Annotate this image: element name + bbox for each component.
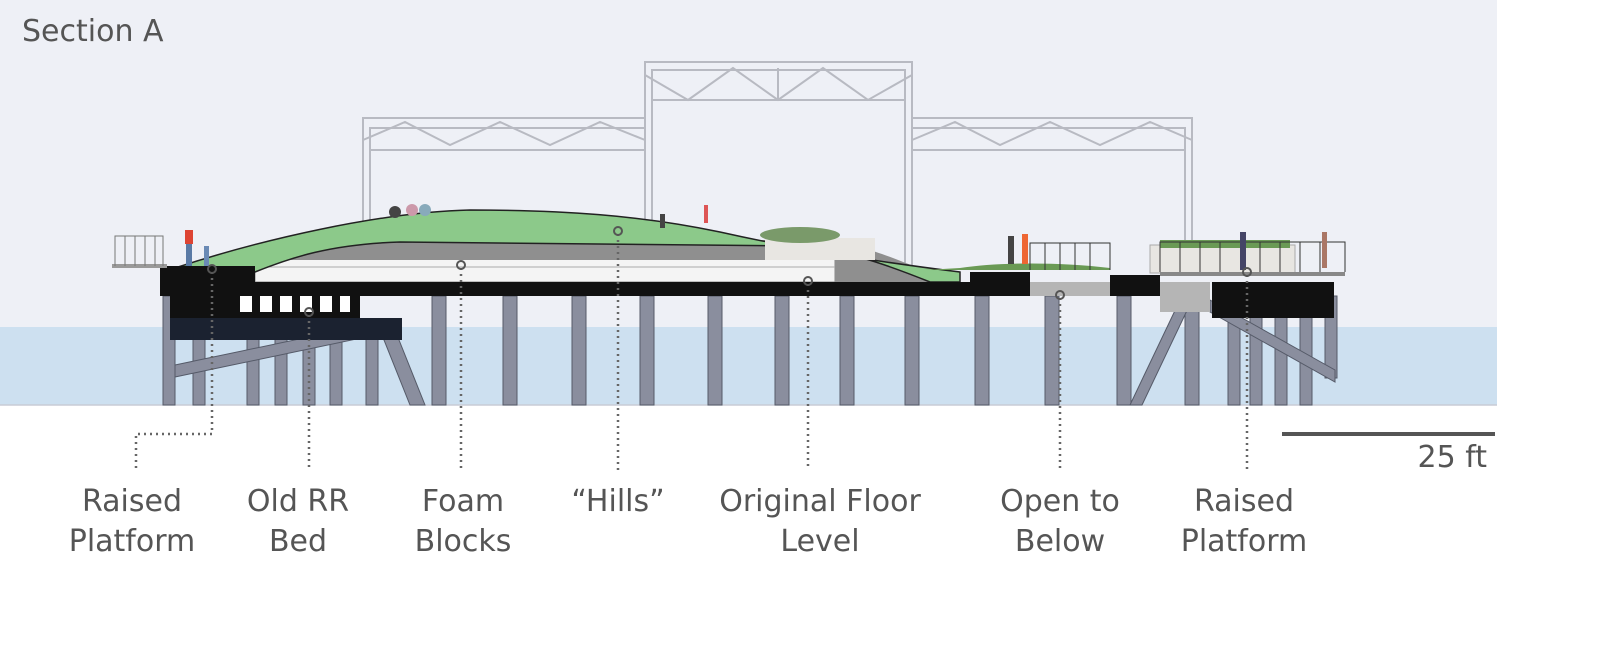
label-line: Platform: [68, 524, 196, 559]
label-line: Below: [1014, 524, 1106, 559]
label-old-rr-bed: Old RR Bed: [178, 482, 418, 562]
label-hills: “Hills”: [498, 482, 738, 522]
label-line: Platform: [1180, 524, 1308, 559]
label-line: Raised: [1193, 484, 1295, 519]
label-line: “Hills”: [571, 484, 665, 519]
railing-right: [1159, 241, 1346, 272]
label-line: Raised: [81, 484, 183, 519]
section-title: Section A: [22, 14, 164, 49]
label-line: Foam: [421, 484, 505, 519]
label-line: Level: [780, 524, 860, 559]
label-line: Bed: [268, 524, 328, 559]
leader-lines: [134, 234, 1249, 472]
label-line: Original Floor: [719, 484, 921, 519]
hill-underlayer: [240, 240, 930, 282]
truss-frame: [362, 61, 1193, 270]
scale-bar: [1282, 432, 1495, 436]
people: [185, 204, 1327, 270]
label-line: Blocks: [414, 524, 512, 559]
railing-mid: [1029, 242, 1111, 270]
leader-markers: [207, 226, 1252, 317]
deck-beam: [160, 282, 1030, 296]
label-line: Open to: [1000, 484, 1120, 519]
label-open-to-below: Open to Below: [940, 482, 1180, 562]
scale-label: 25 ft: [1417, 440, 1487, 475]
label-line: Old RR: [246, 484, 350, 519]
left-platform: [112, 264, 167, 268]
